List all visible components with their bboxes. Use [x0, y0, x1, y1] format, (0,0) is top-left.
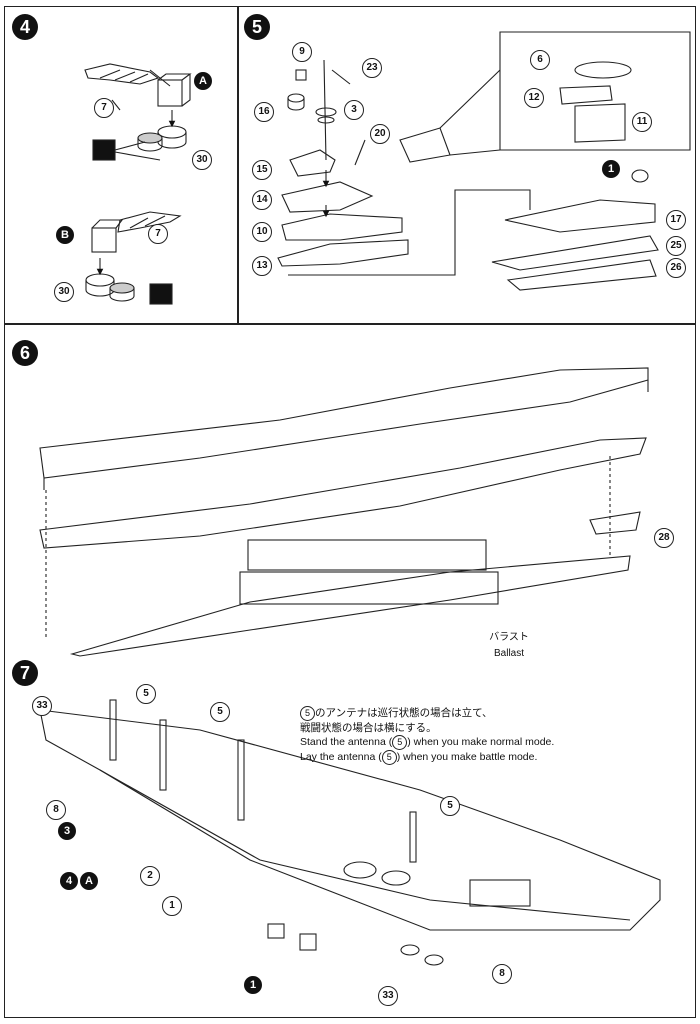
note-en-line-2: Lay the antenna (5) when you make battle…: [300, 750, 580, 765]
note-jp-text-1: のアンテナは巡行状態の場合は立て、: [315, 707, 493, 719]
part-33-callout: 33: [378, 986, 398, 1006]
step-5-panel: [238, 6, 696, 324]
part-1-callout: 1: [162, 896, 182, 916]
ballast-label-jp: バラスト: [489, 632, 529, 643]
part-ref-circle: 5: [300, 706, 315, 721]
subassembly-1-badge: 1: [602, 160, 620, 178]
part-ref-circle: 5: [381, 750, 397, 765]
note-en-text-2b: ) when you make battle mode.: [396, 751, 538, 763]
step4-crane-b: [85, 211, 182, 305]
part-5-callout: 5: [136, 684, 156, 704]
variant-b-badge: B: [56, 226, 74, 244]
part-11-callout: 11: [632, 112, 652, 132]
subassembly-1-badge: 1: [244, 976, 262, 994]
part-5-callout: 5: [210, 702, 230, 722]
step-5-badge: 5: [244, 14, 270, 40]
part-28-callout: 28: [654, 528, 674, 548]
part-8-callout: 8: [492, 964, 512, 984]
part-3-callout: 3: [344, 100, 364, 120]
part-30-callout: 30: [192, 150, 212, 170]
note-en-line-1: Stand the antenna (5) when you make norm…: [300, 735, 580, 750]
steps-6-7-panel: [4, 324, 696, 1018]
step4-crane-a: [84, 63, 192, 161]
step-4-panel: [4, 6, 238, 324]
subassembly-4-badge: 4: [60, 872, 78, 890]
note-en-text-1b: ) when you make normal mode.: [407, 736, 555, 748]
part-17-callout: 17: [666, 210, 686, 230]
step-6-badge: 6: [12, 340, 38, 366]
step7-ship: [39, 699, 661, 966]
part-23-callout: 23: [362, 58, 382, 78]
part-26-callout: 26: [666, 258, 686, 278]
step6-flight-deck: [39, 367, 649, 657]
part-8-callout: 8: [46, 800, 66, 820]
step-4-badge: 4: [12, 14, 38, 40]
part-20-callout: 20: [370, 124, 390, 144]
part-13-callout: 13: [252, 256, 272, 276]
part-9-callout: 9: [292, 42, 312, 62]
part-2-callout: 2: [140, 866, 160, 886]
part-14-callout: 14: [252, 190, 272, 210]
part-15-callout: 15: [252, 160, 272, 180]
ballast-label-en: Ballast: [493, 648, 524, 659]
step5-island-parts: [288, 169, 659, 291]
step5-mast: [277, 59, 409, 267]
part-7-callout: 7: [94, 98, 114, 118]
part-6-callout: 6: [530, 50, 550, 70]
part-16-callout: 16: [254, 102, 274, 122]
part-33-callout: 33: [32, 696, 52, 716]
part-30-callout: 30: [54, 282, 74, 302]
note-en-text-2a: Lay the antenna (: [300, 751, 382, 763]
subassembly-3-badge: 3: [58, 822, 76, 840]
part-12-callout: 12: [524, 88, 544, 108]
part-25-callout: 25: [666, 236, 686, 256]
variant-a-badge: A: [194, 72, 212, 90]
part-10-callout: 10: [252, 222, 272, 242]
step-7-badge: 7: [12, 660, 38, 686]
note-en-text-1a: Stand the antenna (: [300, 736, 393, 748]
part-ref-circle: 5: [392, 735, 408, 750]
part-7-callout: 7: [148, 224, 168, 244]
part-5-callout: 5: [440, 796, 460, 816]
step5-funnel-detail: [399, 31, 691, 163]
variant-a-badge: A: [80, 872, 98, 890]
note-jp-line-2: 戦闘状態の場合は横にする。: [300, 722, 437, 734]
